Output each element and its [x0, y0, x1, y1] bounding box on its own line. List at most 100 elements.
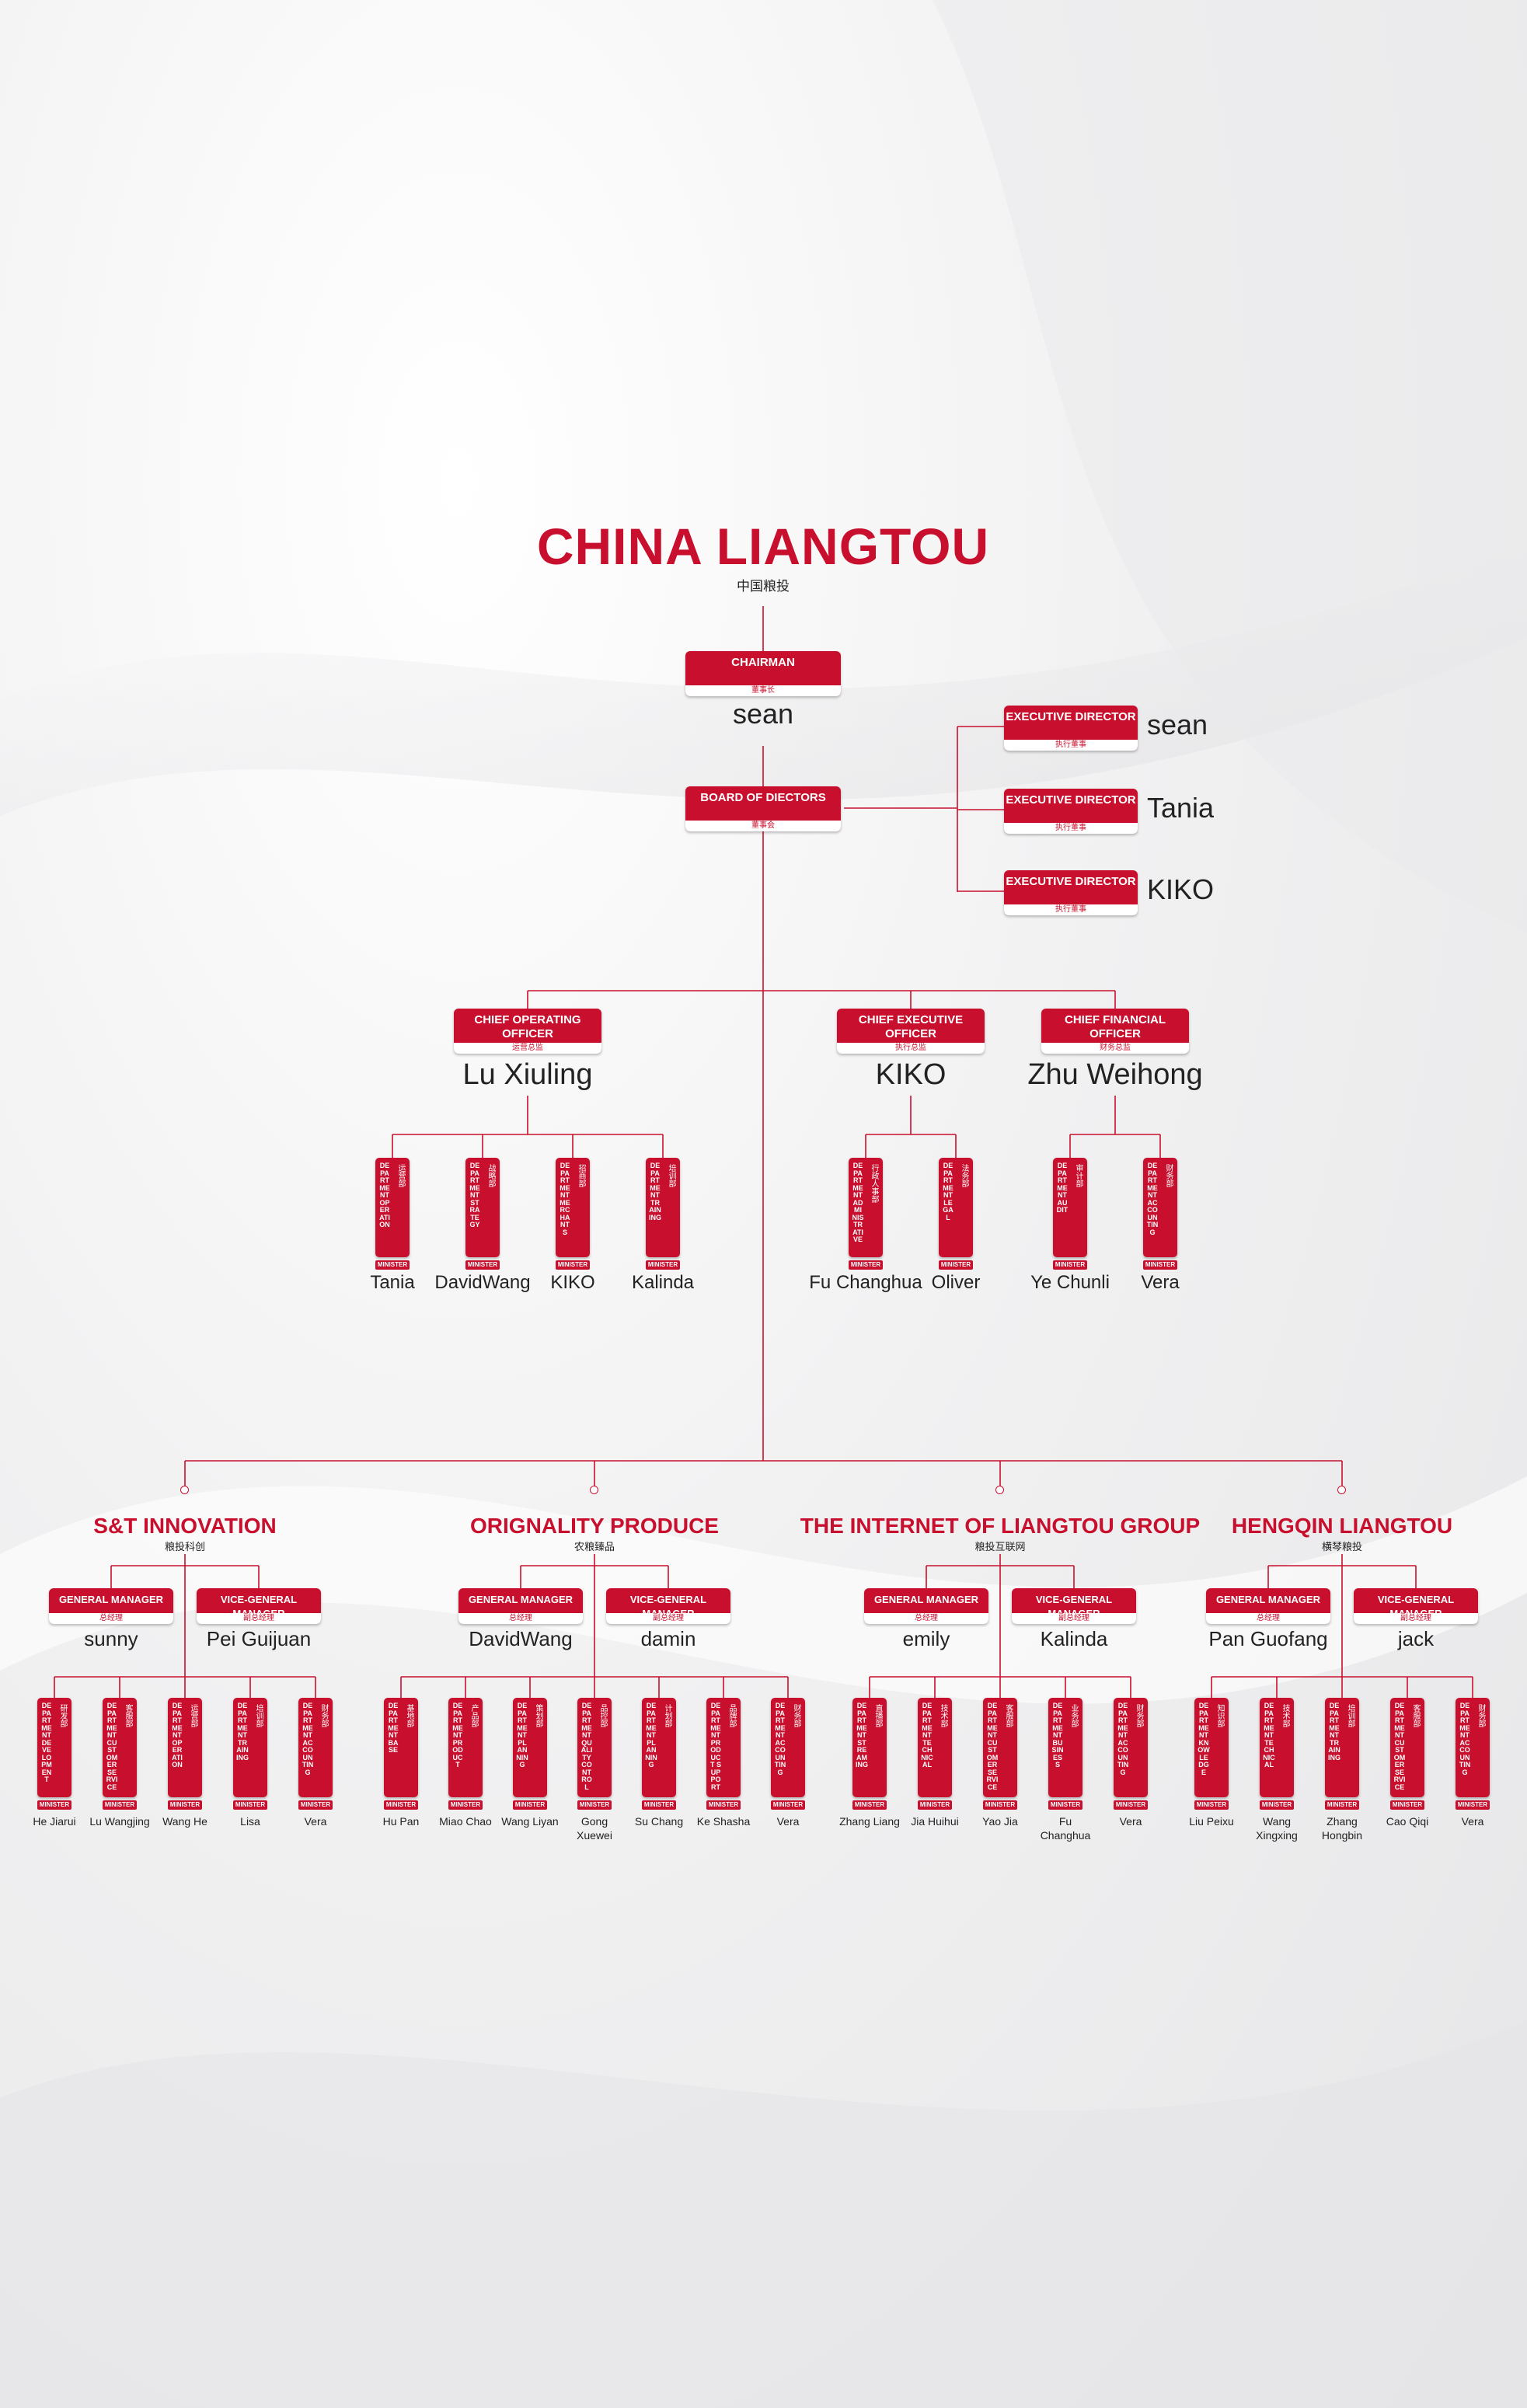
- minister-tag: MINISTER: [103, 1800, 137, 1810]
- department-title: DEPARTMENT STREAMING: [856, 1702, 869, 1769]
- department-head-name: Kalinda: [631, 1272, 695, 1293]
- executive-director-badge-label: EXECUTIVE DIRECTOR: [1006, 875, 1136, 888]
- department-badge: DEPARTMENT BUSINESS 业务部: [1048, 1698, 1082, 1797]
- general-manager-name: DavidWang: [469, 1627, 573, 1650]
- general-manager-badge-cn: 总经理: [49, 1613, 173, 1624]
- group-title: ORIGNALITY PRODUCE: [470, 1514, 719, 1538]
- department-head-name: Wang Liyan: [501, 1815, 559, 1828]
- department-cn: 业务部: [1069, 1704, 1078, 1727]
- department-title: DEPARTMENT TECHNICAL: [921, 1702, 933, 1769]
- minister-tag: MINISTER: [852, 1800, 887, 1810]
- connector-dot: [590, 1486, 598, 1494]
- minister-tag: MINISTER: [465, 1260, 500, 1270]
- group-subtitle: 农粮臻品: [573, 1541, 615, 1552]
- department-head-name: Miao Chao: [439, 1815, 492, 1828]
- department-head-name: Wang He: [162, 1815, 207, 1828]
- department-cn: 财务部: [1164, 1164, 1173, 1187]
- chairman-badge-cn: 董事长: [685, 685, 841, 696]
- minister-tag: MINISTER: [298, 1800, 333, 1810]
- general-manager-badge-cn: 总经理: [1206, 1613, 1330, 1624]
- chairman-name: sean: [732, 698, 794, 730]
- department-head-name: Oliver: [931, 1272, 981, 1293]
- vice-general-manager-badge: VICE-GENERAL MANAGER副总经理: [606, 1588, 730, 1624]
- department-head-name: Vera: [1461, 1815, 1484, 1828]
- department-badge: DEPARTMENT PRODUCT SUPPORT 品牌部: [706, 1698, 741, 1797]
- department-title: DEPARTMENT PRODUCT: [452, 1702, 463, 1769]
- vice-general-manager-badge-cn: 副总经理: [1012, 1613, 1136, 1624]
- department-cn: 直播部: [873, 1704, 882, 1727]
- department-cn: 客服部: [1004, 1704, 1013, 1727]
- executive-director-badge-cn: 执行董事: [1004, 904, 1138, 915]
- minister-tag: MINISTER: [37, 1800, 71, 1810]
- group-title: THE INTERNET OF LIANGTOU GROUP: [800, 1514, 1201, 1538]
- department-head-name: DavidWang: [434, 1272, 531, 1293]
- department-title: DEPARTMENT BUSINESS: [1051, 1702, 1064, 1769]
- group-subtitle: 横琴粮投: [1321, 1541, 1363, 1552]
- minister-tag: MINISTER: [983, 1800, 1017, 1810]
- minister-tag: MINISTER: [1143, 1260, 1177, 1270]
- executive-director-name: KIKO: [1147, 873, 1215, 905]
- department-head-name: Ye Chunli: [1030, 1272, 1110, 1293]
- department-cn: 品牌部: [727, 1704, 736, 1727]
- department-cn: 财务部: [1476, 1704, 1485, 1727]
- department-title: DEPARTMENT MERCHANTS: [560, 1162, 570, 1236]
- department-head-name: Fu Changhua: [1040, 1815, 1091, 1842]
- minister-tag: MINISTER: [939, 1260, 973, 1270]
- minister-tag: MINISTER: [513, 1800, 547, 1810]
- executive-director-name: Tania: [1147, 792, 1215, 824]
- department-title: DEPARTMENT TRAINING: [649, 1162, 662, 1221]
- department-title: DEPARTMENT ADMINISTRATIVE: [852, 1162, 864, 1243]
- department-badge: DEPARTMENT CUSTOMER SERVICE 客服部: [1390, 1698, 1424, 1797]
- department-head-name: Jia Huihui: [911, 1815, 959, 1828]
- general-manager-badge: GENERAL MANAGER 总经理: [49, 1588, 173, 1624]
- department-title: DEPARTMENT DEVELOPMENT: [41, 1702, 52, 1783]
- department-head-name: Wang Xingxing: [1256, 1815, 1298, 1842]
- department-head-name: Cao Qiqi: [1386, 1815, 1429, 1828]
- minister-tag: MINISTER: [1053, 1260, 1087, 1270]
- department-cn: 技术部: [1281, 1704, 1289, 1727]
- department-title: DEPARTMENT BASE: [388, 1702, 399, 1754]
- department-title: DEPARTMENT CUSTOMER SERVICE: [106, 1702, 118, 1791]
- page-title: CHINA LIANGTOU: [536, 517, 990, 575]
- officer-name: Lu Xiuling: [462, 1058, 593, 1091]
- department-cn: 培训部: [1346, 1704, 1354, 1727]
- minister-tag: MINISTER: [849, 1260, 883, 1270]
- department-title: DEPARTMENT CUSTOMER SERVICE: [1393, 1702, 1406, 1791]
- department-cn: 计划部: [663, 1704, 671, 1727]
- department-title: DEPARTMENT LEGAL: [943, 1162, 954, 1221]
- department-title: DEPARTMENT PRODUCT SUPPORT: [709, 1702, 721, 1791]
- department-cn: 策划部: [534, 1704, 542, 1727]
- department-title: DEPARTMENT AUDIT: [1056, 1162, 1069, 1214]
- department-head-name: Lu Wangjing: [89, 1815, 150, 1828]
- department-title: DEPARTMENT TECHNICAL: [1263, 1702, 1275, 1769]
- department-cn: 基地部: [405, 1704, 413, 1727]
- department-head-name: Hu Pan: [382, 1815, 420, 1828]
- officer-badge-cn: 执行总监: [837, 1043, 985, 1054]
- department-cn: 招商部: [577, 1164, 585, 1187]
- connector-dot: [995, 1486, 1004, 1494]
- minister-tag: MINISTER: [375, 1260, 410, 1270]
- department-head-name: Zhang Hongbin: [1321, 1815, 1363, 1842]
- department-cn: 技术部: [939, 1704, 947, 1727]
- general-manager-badge-label: GENERAL MANAGER: [468, 1594, 573, 1605]
- general-manager-badge-cn: 总经理: [458, 1613, 583, 1624]
- department-head-name: Ke Shasha: [696, 1815, 751, 1828]
- department-badge: DEPARTMENT MERCHANTS 招商部: [556, 1158, 590, 1257]
- vice-general-manager-badge: VICE-GENERAL MANAGER副总经理: [1012, 1588, 1136, 1624]
- department-cn: 客服部: [1411, 1704, 1420, 1727]
- minister-tag: MINISTER: [706, 1800, 741, 1810]
- minister-tag: MINISTER: [771, 1800, 805, 1810]
- department-title: DEPARTMENT OPERATION: [172, 1702, 183, 1769]
- general-manager-badge-label: GENERAL MANAGER: [58, 1594, 164, 1605]
- minister-tag: MINISTER: [1194, 1800, 1229, 1810]
